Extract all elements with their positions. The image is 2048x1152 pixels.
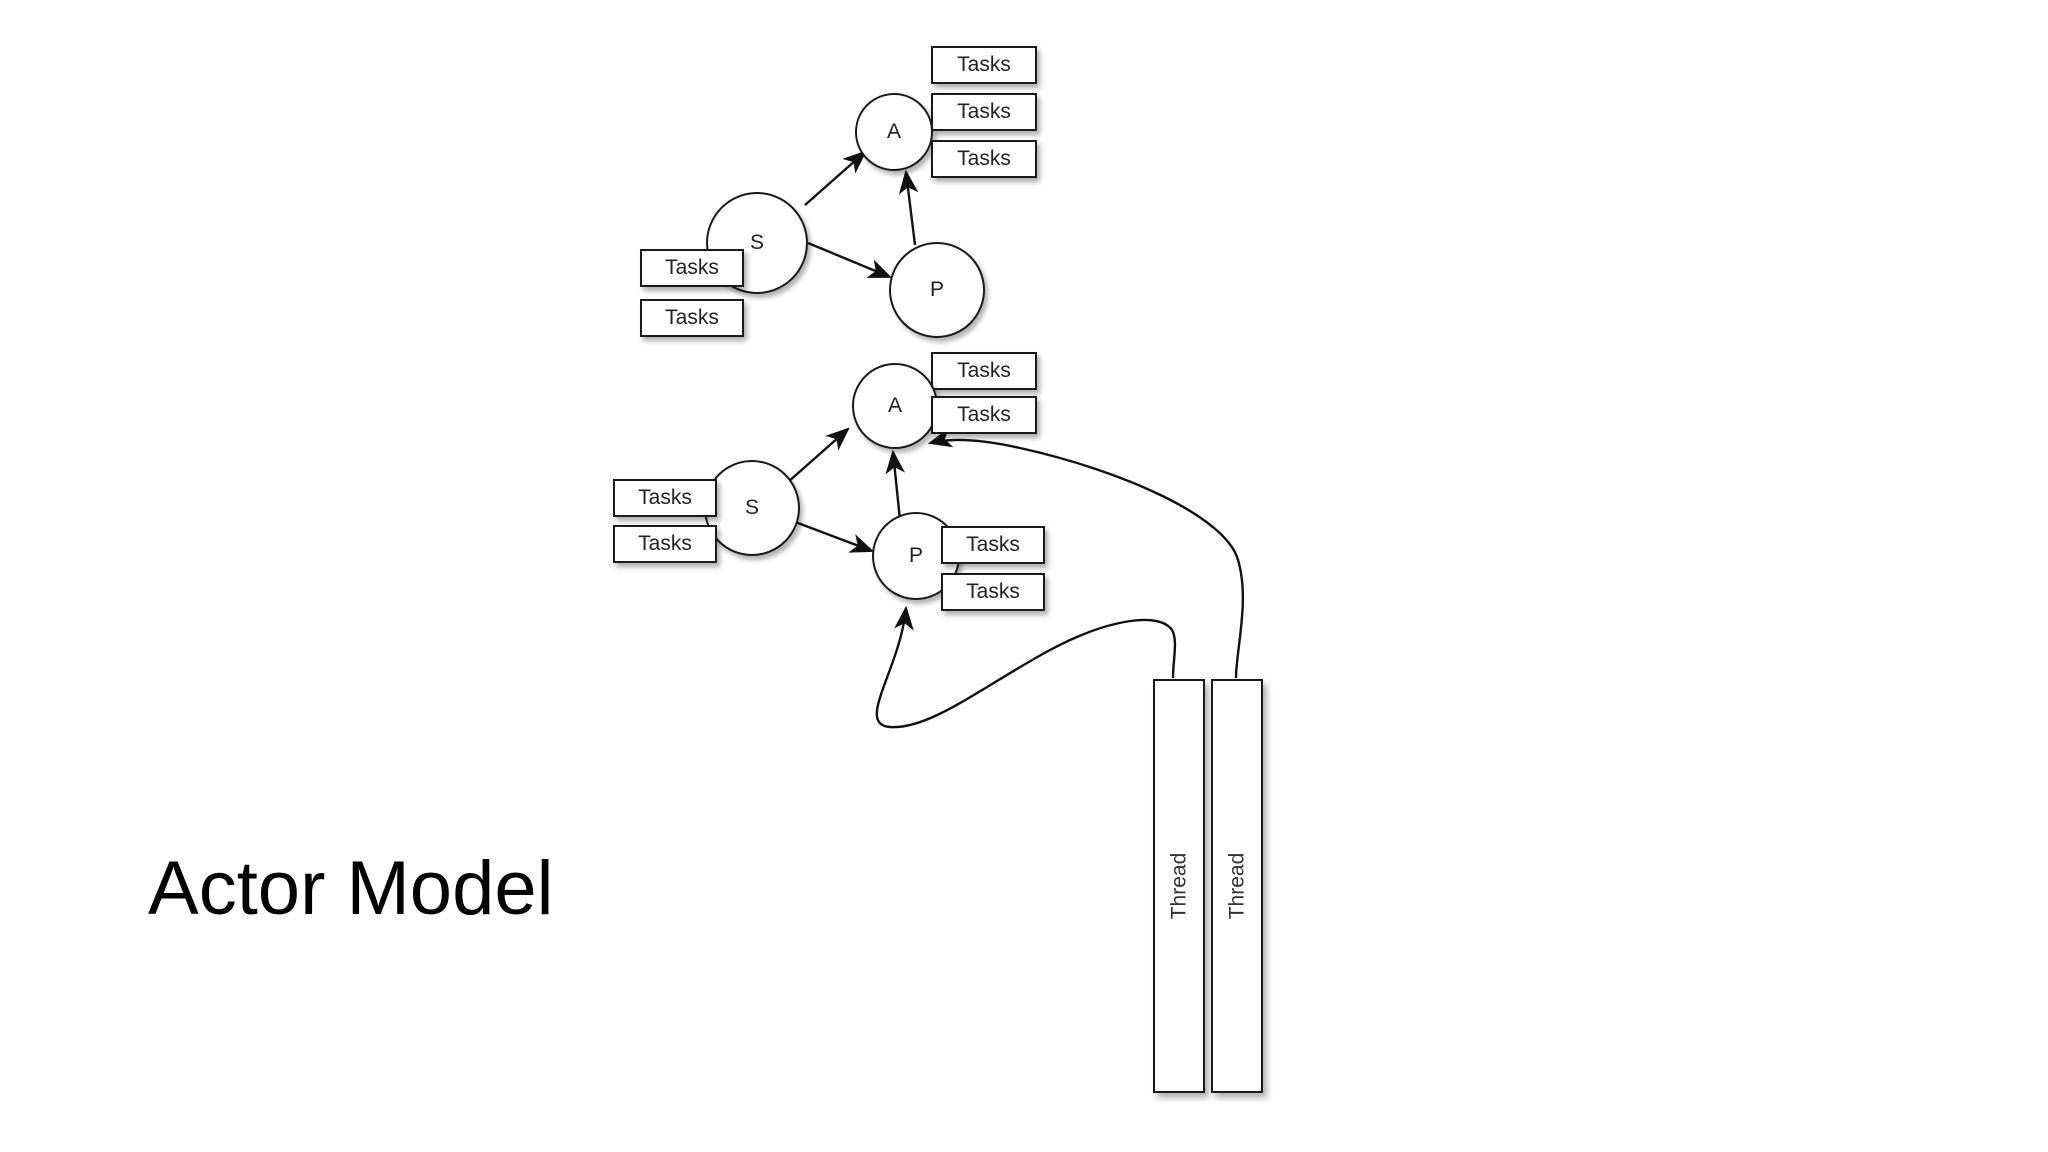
task-label: Tasks <box>966 580 1020 603</box>
task-label: Tasks <box>966 533 1020 556</box>
upper-s-task-2[interactable]: Tasks <box>640 299 744 337</box>
upper-a-task-1[interactable]: Tasks <box>931 46 1037 84</box>
task-label: Tasks <box>665 256 719 279</box>
lower-s-task-1[interactable]: Tasks <box>613 479 717 517</box>
lower-a-task-1[interactable]: Tasks <box>931 352 1037 390</box>
node-label: A <box>886 120 901 143</box>
thread-bar-right-label: Thread <box>1225 852 1249 920</box>
page-title: Actor Model <box>148 846 554 931</box>
lower-s-task-2[interactable]: Tasks <box>613 525 717 563</box>
edge-upper-s-to-p <box>807 241 893 279</box>
edge-thread-left-to-lower-p <box>875 605 1177 729</box>
task-label: Tasks <box>665 306 719 329</box>
node-upper-p[interactable]: P <box>889 242 985 338</box>
task-label: Tasks <box>957 403 1011 426</box>
node-label: S <box>744 496 759 519</box>
task-label: Tasks <box>957 147 1011 170</box>
edge-lower-s-to-p <box>789 518 875 553</box>
edge-lower-p-to-a <box>885 449 906 521</box>
upper-a-task-2[interactable]: Tasks <box>931 93 1037 131</box>
task-label: Tasks <box>638 486 692 509</box>
upper-a-task-3[interactable]: Tasks <box>931 140 1037 178</box>
node-label: A <box>887 394 902 417</box>
lower-p-task-1[interactable]: Tasks <box>941 526 1045 564</box>
edge-lower-s-to-a <box>787 427 850 483</box>
thread-bar-left[interactable]: Thread <box>1153 679 1205 1093</box>
task-label: Tasks <box>957 359 1011 382</box>
task-label: Tasks <box>638 532 692 555</box>
edge-upper-p-to-a <box>898 169 919 246</box>
node-upper-a[interactable]: A <box>855 93 933 171</box>
node-label: P <box>908 544 923 567</box>
node-label: P <box>929 278 944 301</box>
task-label: Tasks <box>957 100 1011 123</box>
lower-a-task-2[interactable]: Tasks <box>931 396 1037 434</box>
task-label: Tasks <box>957 53 1011 76</box>
node-lower-s[interactable]: S <box>704 460 800 556</box>
edge-upper-s-to-a <box>804 150 867 206</box>
lower-p-task-2[interactable]: Tasks <box>941 573 1045 611</box>
node-label: S <box>749 231 764 254</box>
upper-s-task-1[interactable]: Tasks <box>640 249 744 287</box>
thread-bar-right[interactable]: Thread <box>1211 679 1263 1093</box>
thread-bar-left-label: Thread <box>1167 852 1191 920</box>
node-lower-a[interactable]: A <box>852 363 938 449</box>
